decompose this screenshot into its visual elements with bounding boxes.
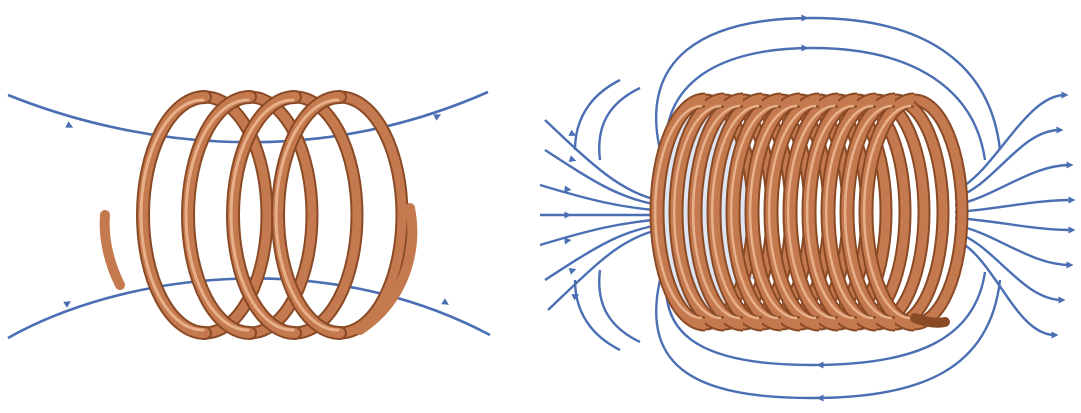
field-line-curl: [599, 270, 640, 342]
field-line-entering: [545, 225, 660, 280]
tight-coil: [655, 100, 962, 324]
coil-end-left: [105, 215, 120, 285]
arrow-icon: [62, 122, 70, 126]
arrow-icon: [430, 116, 438, 120]
loose-coil-panel: [8, 92, 490, 338]
field-line-curl: [575, 80, 620, 150]
arrow-icon: [438, 298, 446, 303]
coil-turn-front: [188, 97, 250, 333]
arrow-icon: [562, 189, 568, 190]
field-line-exiting: [955, 95, 1065, 191]
field-line-entering: [540, 185, 660, 211]
coil-end: [915, 318, 945, 323]
field-line-entering: [545, 150, 660, 205]
arrow-icon: [567, 131, 573, 134]
field-line-exiting: [955, 218, 1072, 230]
arrow-icon: [567, 270, 573, 272]
field-line-exiting: [955, 165, 1070, 205]
arrow-icon: [567, 158, 573, 160]
arrow-icon: [60, 303, 68, 308]
field-line-entering: [548, 229, 660, 310]
tight-coil-panel: [540, 18, 1072, 398]
loose-coil: [105, 97, 413, 333]
field-line-curl: [599, 88, 640, 160]
coil-turn-front: [143, 97, 205, 333]
field-line-exiting: [955, 225, 1070, 265]
field-line-curl: [575, 280, 620, 350]
coil-turn-back-fill: [295, 97, 357, 333]
arrow-icon: [562, 241, 568, 242]
field-line-exiting: [955, 232, 1062, 300]
coil-turn-front-fill: [143, 97, 205, 333]
coil-turn-back: [295, 97, 357, 333]
field-line-exiting: [955, 200, 1072, 212]
coil-turn-front-fill: [188, 97, 250, 333]
field-line-exiting: [955, 239, 1055, 335]
field-line-entering: [540, 220, 660, 246]
arrow-icon: [570, 296, 576, 299]
